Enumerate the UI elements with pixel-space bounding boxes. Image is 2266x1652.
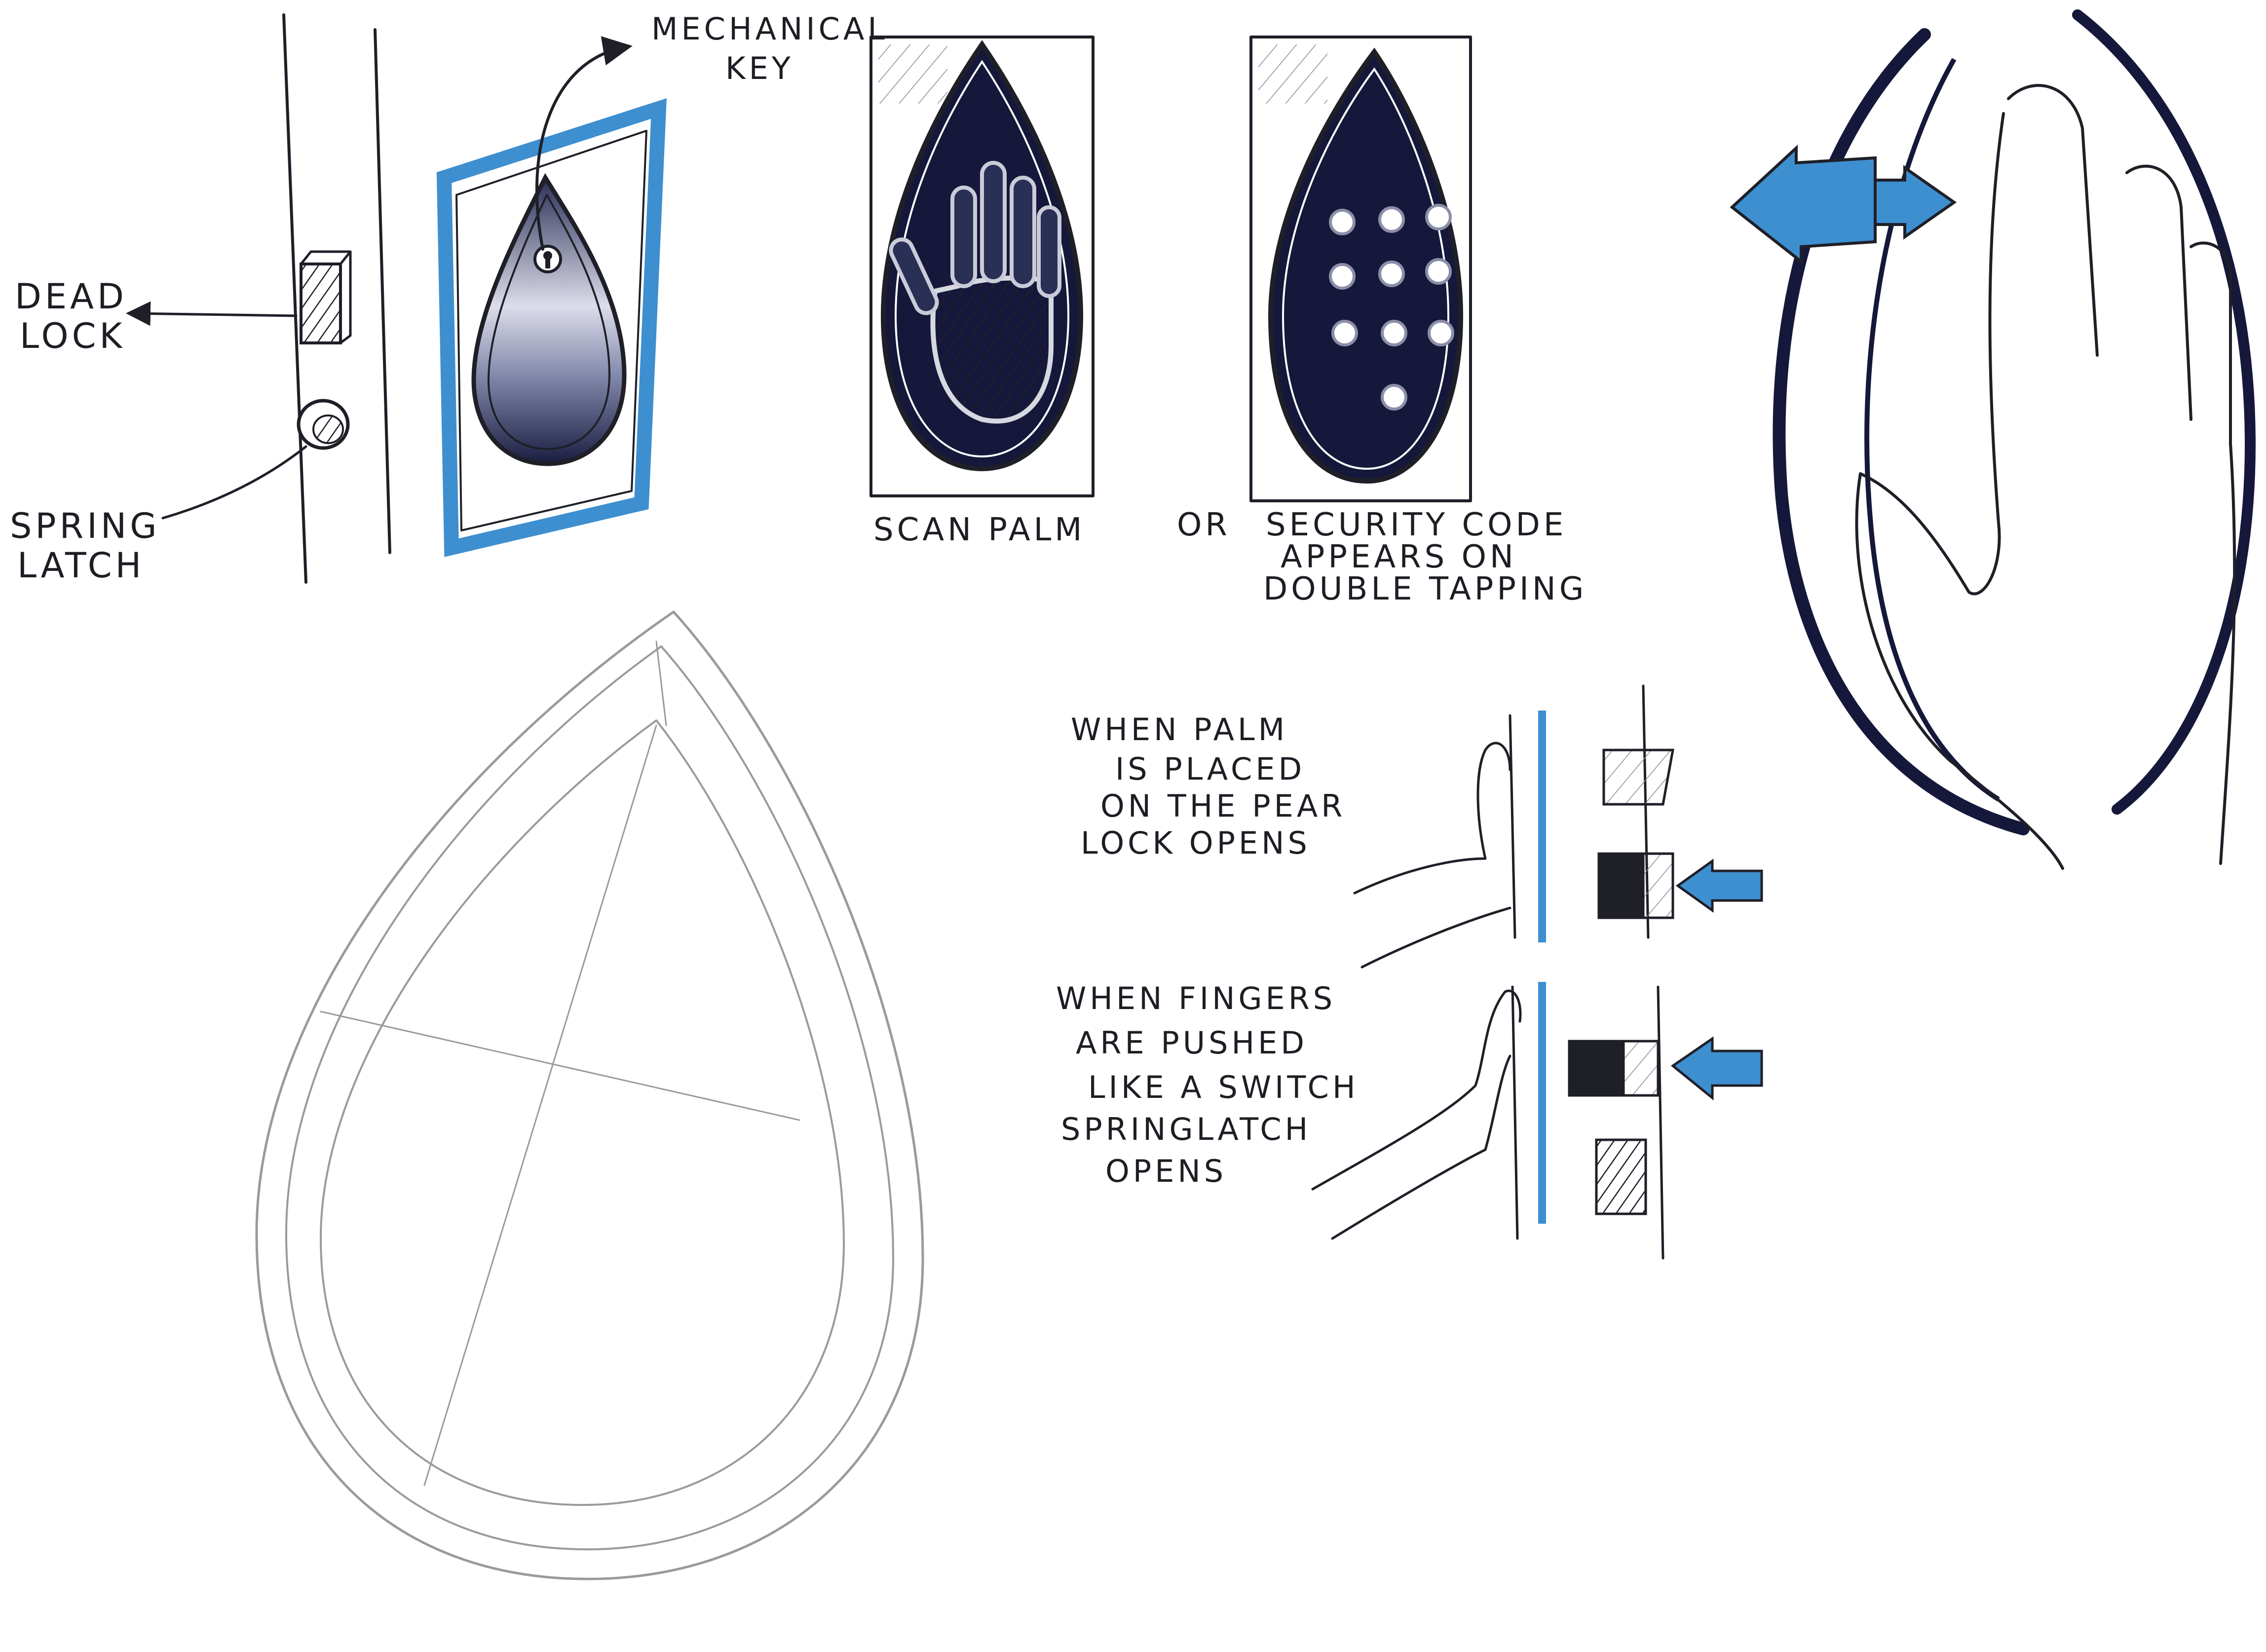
security-code-label-line3: DOUBLE TAPPING: [1263, 571, 1587, 607]
pear-lock-front-view: [444, 47, 659, 548]
palm-note-line2: IS PLACED: [1115, 751, 1305, 787]
fingers-pushed-diagram: [1313, 982, 1762, 1258]
palm-placed-diagram: [1355, 686, 1762, 967]
finger-note-line5: OPENS: [1105, 1153, 1227, 1189]
spring-latch-label-line1: SPRING: [10, 506, 160, 546]
palm-note-line4: LOCK OPENS: [1081, 825, 1311, 861]
palm-scan-panel: [871, 37, 1093, 496]
finger-note-line3: LIKE A SWITCH: [1088, 1069, 1359, 1105]
finger-note-line1: WHEN FINGERS: [1056, 980, 1336, 1016]
hand-on-pear-sketch: [1732, 15, 2250, 868]
security-code-label-line2: APPEARS ON: [1281, 539, 1517, 575]
mechanical-key-label-line1: MECHANICAL: [651, 11, 888, 47]
pencil-pear-outline: [257, 612, 923, 1579]
spring-latch-label-line2: LATCH: [17, 545, 145, 586]
keypad-panel: [1251, 37, 1471, 501]
finger-note-line2: ARE PUSHED: [1076, 1025, 1308, 1061]
spring-latch-knob: [299, 401, 348, 448]
palm-note-line3: ON THE PEAR: [1100, 788, 1346, 824]
deadlock-bolt: [301, 252, 350, 343]
mechanical-key-label-line2: KEY: [725, 50, 794, 86]
blue-arrow-icon: [1732, 148, 1954, 262]
security-code-label-line1: SECURITY CODE: [1266, 507, 1567, 543]
or-label: OR: [1177, 507, 1231, 543]
scan-palm-label: SCAN PALM: [873, 512, 1085, 548]
palm-note-line1: WHEN PALM: [1071, 712, 1288, 748]
finger-note-line4: SPRINGLATCH: [1061, 1111, 1311, 1147]
dead-lock-label-line2: LOCK: [20, 316, 125, 356]
keyhole-icon: [535, 246, 561, 272]
dead-lock-label-line1: DEAD: [15, 276, 127, 317]
door-edge-sketch: [131, 15, 390, 582]
